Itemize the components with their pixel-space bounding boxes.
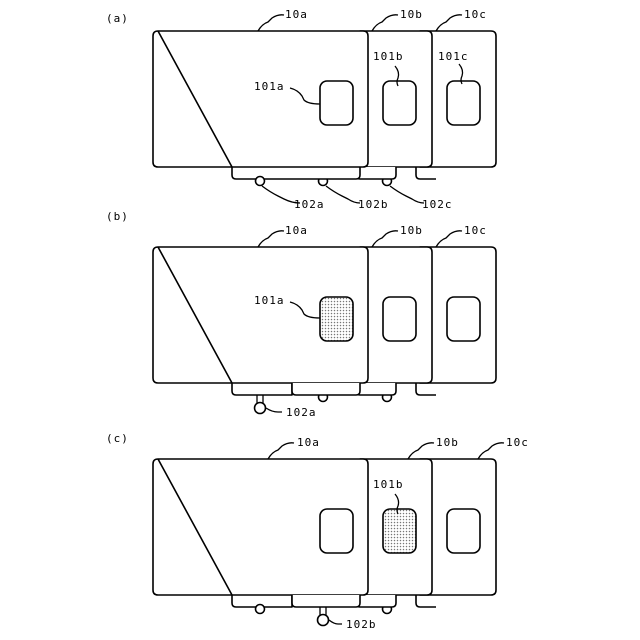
roller-102b-extended [318, 615, 329, 626]
label-102a: 102a [286, 406, 317, 419]
label-102a: 102a [294, 198, 325, 211]
window-101b [383, 81, 416, 125]
label-10b: 10b [400, 8, 423, 21]
label-101a: 101a [254, 294, 285, 307]
panel-tag: (a) [106, 12, 129, 25]
card-10a [153, 459, 368, 626]
panel-tag: (b) [106, 210, 129, 223]
window-101b-highlighted [383, 509, 416, 553]
label-10b: 10b [436, 436, 459, 449]
panel-a: (a) 10a 10b [106, 8, 496, 211]
card-10a [153, 31, 368, 186]
label-101a: 101a [254, 80, 285, 93]
window-101a-highlighted [320, 297, 353, 341]
roller-102a [256, 605, 265, 614]
window-101c [447, 297, 480, 341]
window-101a [320, 81, 353, 125]
label-10b: 10b [400, 224, 423, 237]
window-101a [320, 509, 353, 553]
panel-b: (b) 10a 10b 10c 101a 102 [106, 210, 496, 419]
card-10a [153, 247, 368, 414]
label-101c: 101c [438, 50, 469, 63]
label-102c: 102c [422, 198, 453, 211]
window-101c [447, 81, 480, 125]
label-102b: 102b [358, 198, 389, 211]
label-10c: 10c [464, 8, 487, 21]
window-101c [447, 509, 480, 553]
panel-tag: (c) [106, 432, 129, 445]
label-10c: 10c [464, 224, 487, 237]
roller-102a-extended [255, 403, 266, 414]
label-10c: 10c [506, 436, 529, 449]
roller-102a [256, 177, 265, 186]
window-101b [383, 297, 416, 341]
label-101b: 101b [373, 478, 404, 491]
label-10a: 10a [297, 436, 320, 449]
label-102b: 102b [346, 618, 377, 631]
label-10a: 10a [285, 8, 308, 21]
label-101b: 101b [373, 50, 404, 63]
label-10a: 10a [285, 224, 308, 237]
panel-c: (c) 10a 10b 10c 101b 102 [106, 432, 529, 631]
